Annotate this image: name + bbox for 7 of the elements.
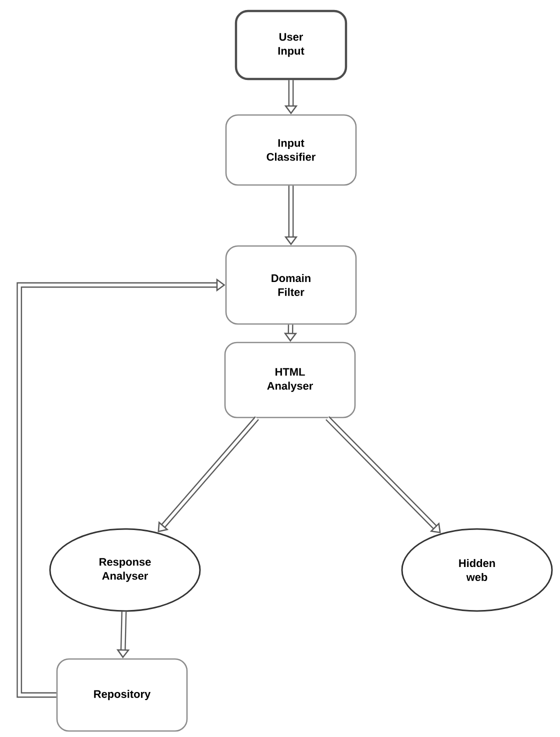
process-box: Input Classifier [225, 114, 357, 186]
arrow [326, 416, 441, 534]
start-box: User Input [234, 10, 348, 80]
process-box: Domain Filter [225, 245, 357, 325]
process-box: HTML Analyser [224, 342, 356, 418]
arrow [158, 416, 259, 532]
process-box: Repository [56, 658, 188, 732]
